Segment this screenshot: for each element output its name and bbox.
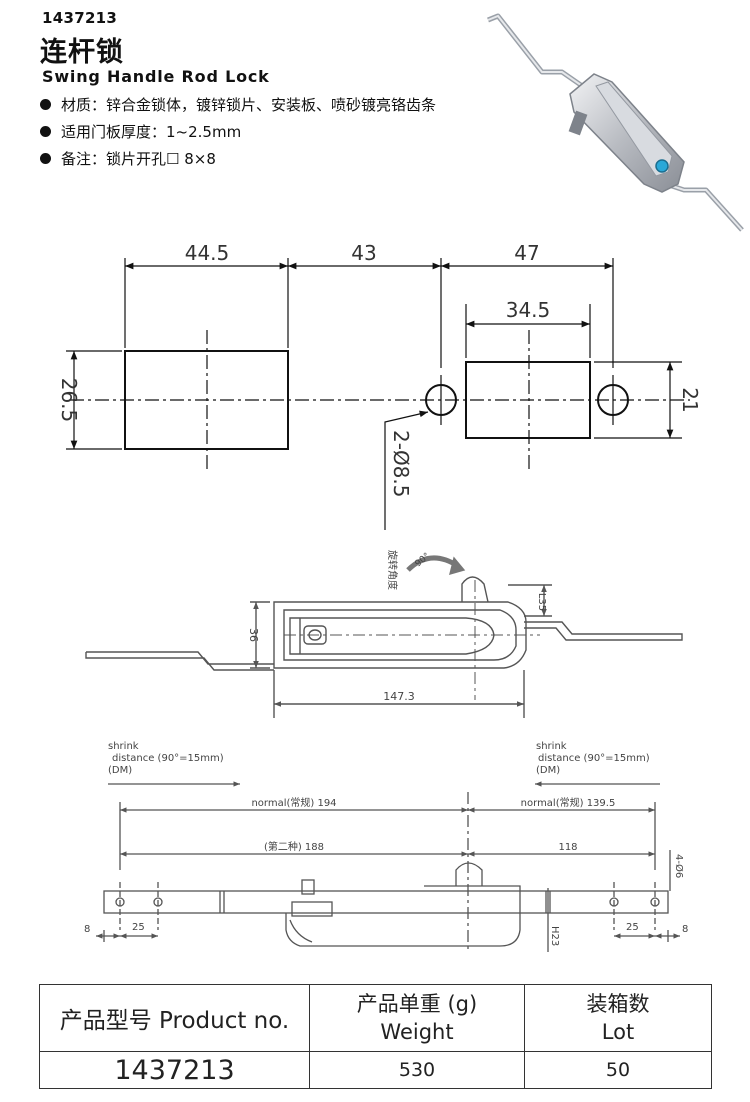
spec-material: 材质：锌合金锁体，镀锌锁片、安装板、喷砂镀亮铬齿条 <box>40 92 436 119</box>
spec-list: 材质：锌合金锁体，镀锌锁片、安装板、喷砂镀亮铬齿条 适用门板厚度：1~2.5mm… <box>40 92 436 173</box>
dim-second-188: (第二种) 188 <box>264 840 324 853</box>
header-weight: 产品单重 (g) Weight <box>309 984 525 1052</box>
header-lot: 装箱数 Lot <box>524 984 712 1052</box>
product-table: 产品型号 Product no. 产品单重 (g) Weight 装箱数 Lot… <box>39 984 712 1089</box>
dim-147-3: 147.3 <box>383 690 415 703</box>
hole-left <box>425 384 457 416</box>
table-header-row: 产品型号 Product no. 产品单重 (g) Weight 装箱数 Lot <box>39 984 712 1052</box>
product-photo <box>487 13 744 232</box>
shrink-left-3: (DM) <box>108 765 132 776</box>
shrink-left-2: distance (90°=15mm) <box>112 753 224 764</box>
product-code: 1437213 <box>42 9 118 27</box>
cell-weight: 530 <box>309 1051 525 1089</box>
cell-product: 1437213 <box>39 1051 310 1089</box>
bullet-icon <box>40 99 51 110</box>
dim-normal-139-5: normal(常规) 139.5 <box>521 796 616 809</box>
hole-note: 2-Ø8.5 <box>389 430 413 498</box>
dim-l35: L35 <box>536 593 547 611</box>
shrink-right-2: distance (90°=15mm) <box>538 753 650 764</box>
dim-edge-left: 8 <box>84 924 90 935</box>
dim-normal-194: normal(常规) 194 <box>251 796 336 809</box>
dim-44-5: 44.5 <box>185 241 230 265</box>
cutout-view <box>66 258 690 530</box>
dim-26-5: 26.5 <box>57 378 81 423</box>
spec-note: 备注：锁片开孔☐ 8×8 <box>40 146 436 173</box>
title-chinese: 连杆锁 <box>40 37 124 68</box>
dim-36: 36 <box>247 628 260 642</box>
dim-h23: H23 <box>549 926 560 946</box>
header-product: 产品型号 Product no. <box>39 984 310 1052</box>
left-cutout <box>124 350 289 450</box>
spec-thickness: 适用门板厚度：1~2.5mm <box>40 119 436 146</box>
bullet-icon <box>40 126 51 137</box>
dim-47: 47 <box>514 241 539 265</box>
table-row: 1437213 530 50 <box>39 1051 712 1089</box>
dim-4-hole: 4-Ø6 <box>673 854 685 878</box>
shrink-right-1: shrink <box>536 741 567 752</box>
shrink-left-1: shrink <box>108 741 139 752</box>
dim-21: 21 <box>678 387 702 412</box>
rotation-label: 旋转角度 <box>386 550 399 590</box>
dim-pitch-right: 25 <box>626 922 639 933</box>
right-cutout <box>465 361 591 439</box>
dim-34-5: 34.5 <box>506 298 551 322</box>
dim-43: 43 <box>351 241 376 265</box>
hole-right <box>597 384 629 416</box>
front-view <box>85 555 683 718</box>
rotation-angle: 90° <box>414 551 433 569</box>
cell-lot: 50 <box>524 1051 712 1089</box>
dim-118: 118 <box>558 842 577 853</box>
shrink-right-3: (DM) <box>536 765 560 776</box>
technical-drawing: 44.5 43 47 34.5 26.5 21 2-Ø8.5 <box>57 241 702 952</box>
dim-edge-right: 8 <box>682 924 688 935</box>
rod-view <box>96 781 680 952</box>
title-english: Swing Handle Rod Lock <box>42 67 270 86</box>
bullet-icon <box>40 153 51 164</box>
dim-pitch-left: 25 <box>132 922 145 933</box>
